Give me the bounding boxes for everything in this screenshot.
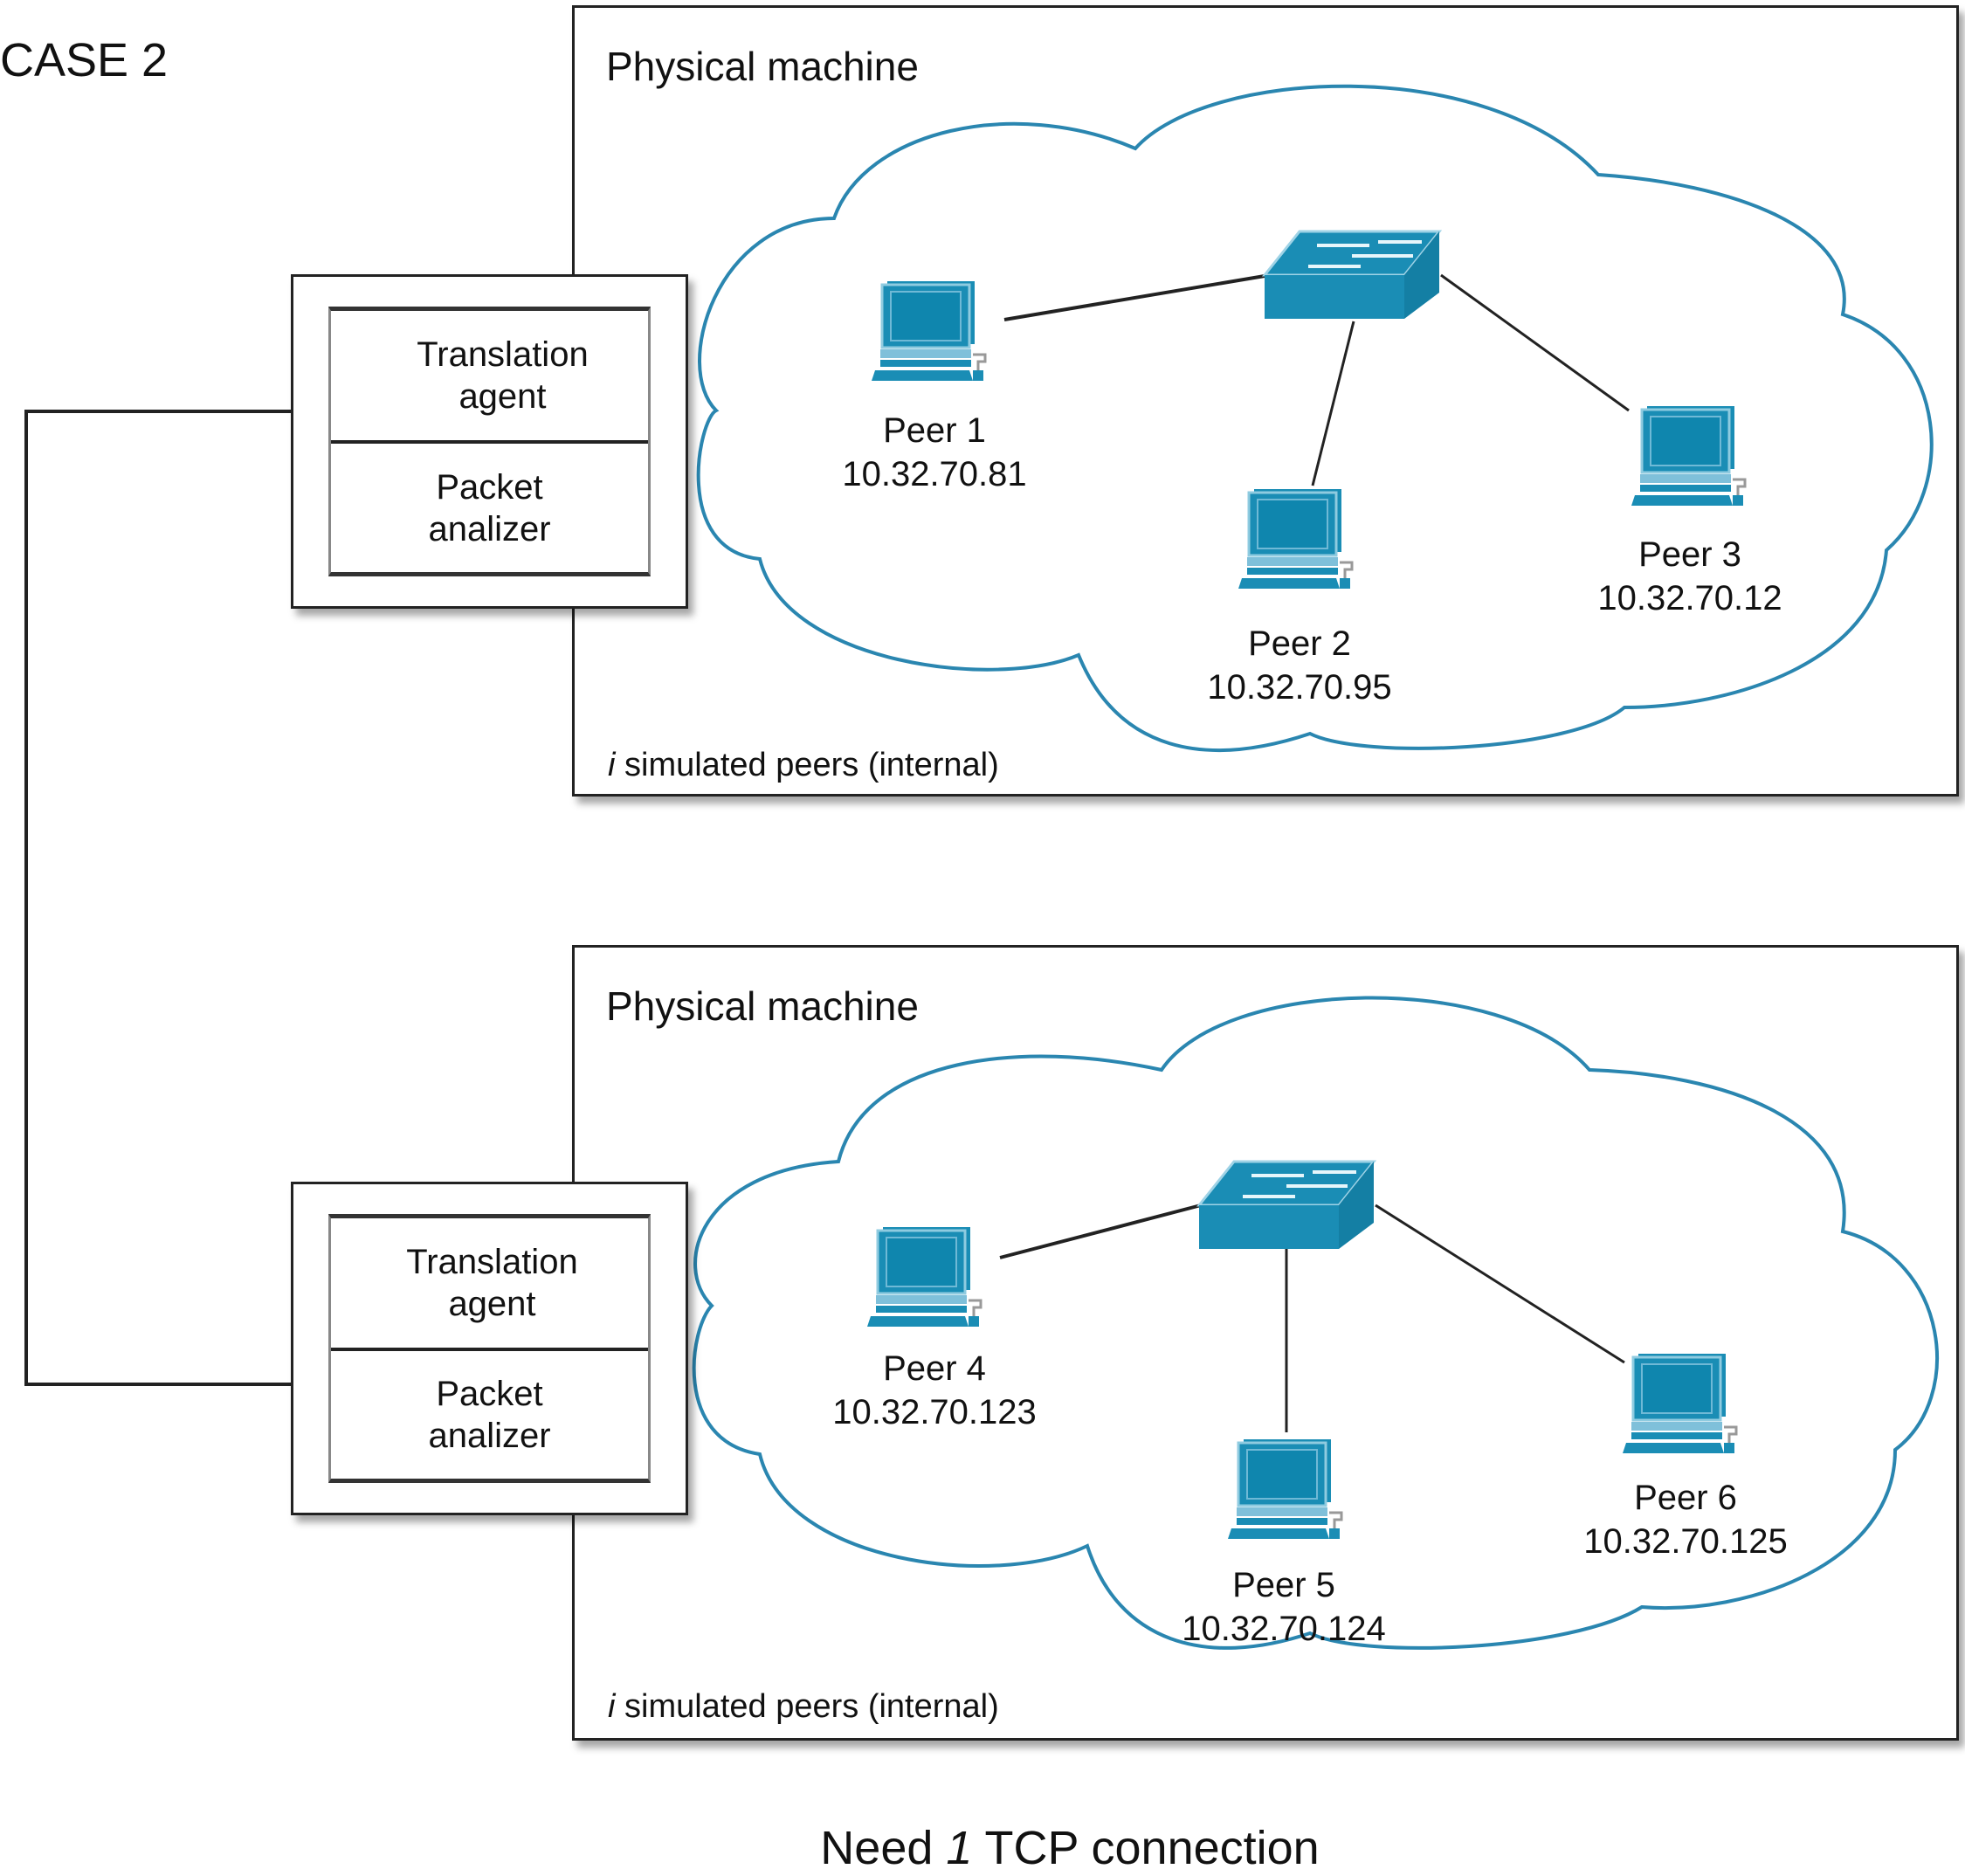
switch-icon [1263, 230, 1441, 321]
computer-icon [865, 1225, 982, 1328]
physical-machine-1: Physical machine i simulated peers (inte… [572, 5, 1959, 797]
cloud-2 [692, 996, 1939, 1650]
computer-icon [1630, 404, 1747, 507]
tcp-connection-line [24, 410, 293, 1386]
machine-title: Physical machine [606, 44, 919, 89]
agent-divider [331, 440, 648, 444]
switch-icon [1197, 1160, 1376, 1251]
physical-machine-2: Physical machine i simulated peers (inte… [572, 945, 1959, 1741]
computer-icon [1226, 1438, 1343, 1541]
internal-peers-note: i simulated peers (internal) [608, 747, 999, 783]
computer-icon [1237, 487, 1354, 590]
footer-caption: Need 1 TCP connection [820, 1822, 1320, 1874]
internal-peers-note: i simulated peers (internal) [608, 1688, 999, 1725]
computer-icon [870, 279, 987, 383]
machine-title: Physical machine [606, 983, 919, 1029]
cloud-1 [696, 84, 1934, 752]
computer-icon [1621, 1352, 1738, 1455]
agent-divider [331, 1348, 648, 1351]
case-label: CASE 2 [0, 34, 169, 86]
